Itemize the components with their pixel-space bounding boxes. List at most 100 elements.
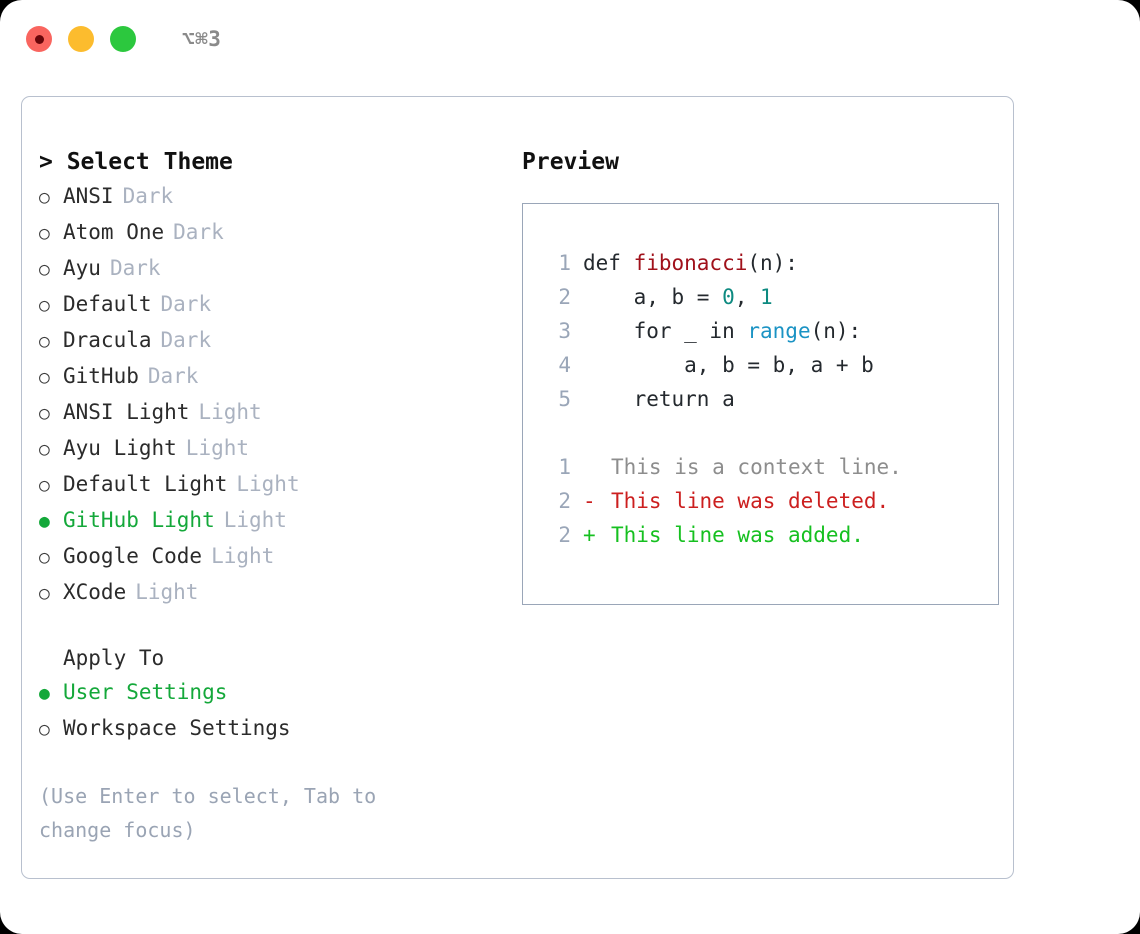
code-line: 2 a, b = 0, 1 — [545, 280, 998, 314]
theme-option-label: ANSI Light — [63, 400, 190, 424]
diff-sign: - — [583, 489, 596, 513]
theme-option-label: Ayu Light — [63, 436, 177, 460]
line-number: 5 — [558, 387, 571, 411]
theme-option-github[interactable]: ○ GitHub Dark — [39, 359, 507, 395]
diff-line: 2-This line was deleted. — [545, 484, 998, 518]
code-token: (n): — [810, 319, 862, 343]
theme-option-label: GitHub — [63, 364, 139, 388]
theme-option-github-light[interactable]: ● GitHub Light Light — [39, 503, 507, 539]
theme-option-tag: Light — [185, 436, 250, 460]
theme-option-dracula[interactable]: ○ Dracula Dark — [39, 323, 507, 359]
code-token: , — [734, 285, 761, 309]
theme-option-tag: Light — [223, 508, 287, 532]
diff-sample: 1 This is a context line.2-This line was… — [545, 450, 998, 552]
code-line-content: a, b = 0, 1 — [583, 280, 773, 314]
theme-option-ansi[interactable]: ○ ANSI Dark — [39, 179, 507, 215]
line-number: 2 — [558, 489, 571, 513]
theme-option-label: XCode — [63, 580, 127, 604]
code-line: 3 for _ in range(n): — [545, 314, 998, 348]
diff-line-content: This line was deleted. — [611, 489, 890, 513]
code-token: return a — [583, 387, 735, 411]
radio-selected-icon: ● — [39, 511, 50, 532]
theme-option-ansi-light[interactable]: ○ ANSI Light Light — [39, 395, 507, 431]
diff-line-content: This is a context line. — [611, 455, 902, 479]
line-number: 2 — [558, 523, 571, 547]
radio-unselected-icon: ○ — [39, 187, 50, 208]
line-number: 4 — [558, 353, 571, 377]
code-token: a, b = — [583, 285, 723, 309]
keyboard-shortcut-label: ⌥⌘3 — [182, 27, 222, 51]
theme-option-label: Atom One — [63, 220, 165, 244]
apply-to-heading: Apply To — [63, 646, 165, 670]
theme-option-default-light[interactable]: ○ Default Light Light — [39, 467, 507, 503]
code-line: 5 return a — [545, 382, 998, 416]
theme-option-tag: Dark — [173, 220, 224, 244]
keyboard-hint-text: (Use Enter to select, Tab to change focu… — [39, 784, 377, 842]
traffic-lights — [26, 26, 136, 52]
theme-option-label: Default — [63, 292, 152, 316]
radio-unselected-icon: ○ — [39, 331, 50, 352]
radio-unselected-icon: ○ — [39, 475, 50, 496]
theme-option-tag: Dark — [122, 184, 174, 208]
line-number: 1 — [558, 251, 571, 275]
theme-option-tag: Dark — [147, 364, 199, 388]
diff-sign — [583, 450, 611, 484]
radio-unselected-icon: ○ — [39, 295, 50, 316]
code-token: 1 — [760, 285, 773, 309]
theme-option-label: GitHub Light — [63, 508, 215, 532]
code-token: range — [747, 319, 811, 343]
code-line-content: for _ in range(n): — [583, 314, 862, 348]
diff-line: 1 This is a context line. — [545, 450, 998, 484]
diff-line-content: This line was added. — [611, 523, 864, 547]
theme-option-tag: Dark — [160, 328, 212, 352]
code-spacer — [545, 416, 998, 450]
apply-to-option-label: Workspace Settings — [63, 716, 291, 740]
line-number: 1 — [558, 455, 571, 479]
radio-unselected-icon: ○ — [39, 259, 50, 280]
apply-to-option-list: ●User Settings ○ Workspace Settings — [39, 675, 507, 747]
radio-selected-icon: ● — [39, 683, 50, 704]
apply-to-option-user-settings[interactable]: ●User Settings — [39, 675, 507, 711]
radio-unselected-icon: ○ — [39, 719, 50, 740]
apply-to-option-workspace-settings[interactable]: ○ Workspace Settings — [39, 711, 507, 747]
theme-option-tag: Light — [211, 544, 275, 568]
theme-option-label: Default Light — [63, 472, 228, 496]
close-button[interactable] — [26, 26, 52, 52]
diff-line: 2+This line was added. — [545, 518, 998, 552]
code-token: fibonacci — [633, 251, 748, 275]
theme-option-label: ANSI — [63, 184, 114, 208]
theme-option-tag: Dark — [109, 256, 161, 280]
minimize-button[interactable] — [68, 26, 94, 52]
line-number: 3 — [558, 319, 571, 343]
recording-indicator-icon — [34, 34, 44, 44]
code-token: (n): — [747, 251, 798, 275]
code-token: for _ in — [583, 319, 748, 343]
radio-unselected-icon: ○ — [39, 439, 50, 460]
radio-unselected-icon: ○ — [39, 403, 50, 424]
code-line: 4 a, b = b, a + b — [545, 348, 998, 382]
theme-option-label: Dracula — [63, 328, 152, 352]
maximize-button[interactable] — [110, 26, 136, 52]
theme-option-default[interactable]: ○ Default Dark — [39, 287, 507, 323]
theme-option-tag: Light — [135, 580, 199, 604]
preview-title: Preview — [522, 149, 619, 175]
code-token: 0 — [722, 285, 735, 309]
radio-unselected-icon: ○ — [39, 223, 50, 244]
line-number: 2 — [558, 285, 571, 309]
theme-option-ayu-light[interactable]: ○ Ayu Light Light — [39, 431, 507, 467]
theme-option-tag: Dark — [160, 292, 212, 316]
radio-unselected-icon: ○ — [39, 367, 50, 388]
theme-option-tag: Light — [198, 400, 262, 424]
theme-option-tag: Light — [236, 472, 300, 496]
theme-option-atom-one[interactable]: ○ Atom One Dark — [39, 215, 507, 251]
